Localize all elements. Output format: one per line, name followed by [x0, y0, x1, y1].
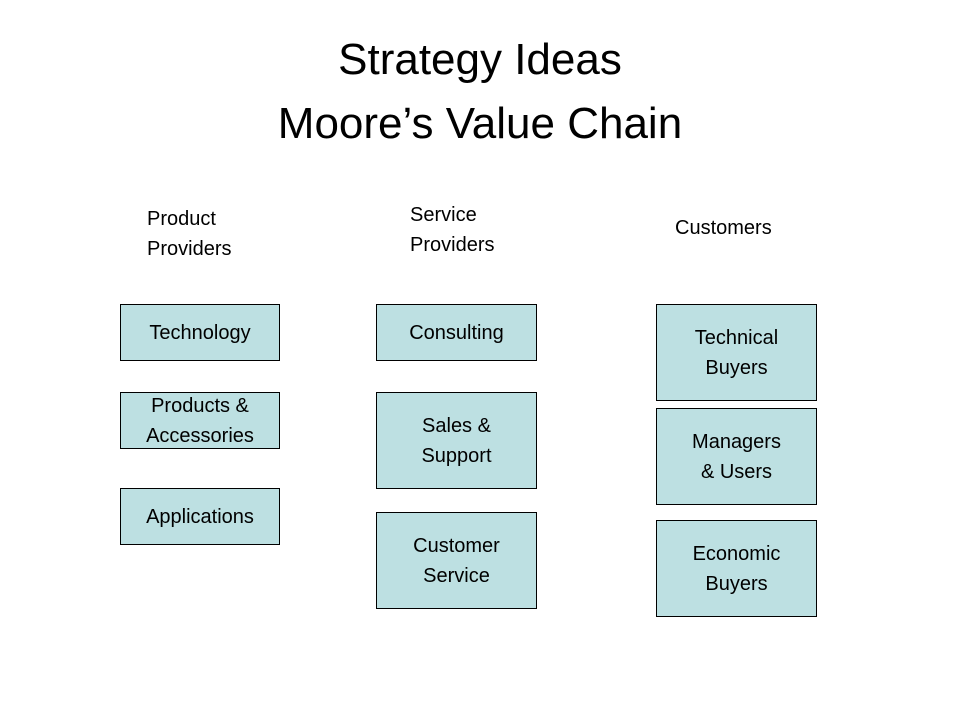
box-label-line: Customer — [413, 534, 500, 557]
column-label-line: Providers — [410, 234, 495, 256]
box-label-line: & Users — [700, 460, 773, 483]
box-label-line: Support — [421, 444, 492, 467]
box-label-line: Buyers — [705, 572, 768, 595]
box-label-line: Applications — [146, 505, 254, 528]
box-products-accessories: Products & Accessories — [120, 392, 280, 449]
column-label-line: Providers — [147, 238, 232, 260]
box-label-line: Service — [423, 564, 490, 587]
box-label-line: Technology — [149, 321, 251, 344]
column-label-service-providers: Service Providers — [410, 200, 494, 260]
slide-title-line-1: Strategy Ideas — [338, 35, 622, 84]
slide-title-line-2: Moore’s Value Chain — [277, 99, 683, 148]
column-label-line: Customers — [675, 217, 772, 239]
column-label-customers: Customers — [675, 213, 772, 243]
box-customer-service: Customer Service — [376, 512, 537, 609]
box-technical-buyers: Technical Buyers — [656, 304, 817, 401]
box-label-line: Economic — [692, 542, 781, 565]
box-label-line: Managers — [692, 430, 781, 453]
box-managers-users: Managers & Users — [656, 408, 817, 505]
box-technology: Technology — [120, 304, 280, 361]
box-applications: Applications — [120, 488, 280, 545]
column-label-line: Product — [147, 208, 216, 230]
box-label-line: Technical — [694, 326, 779, 349]
box-label-line: Buyers — [705, 356, 768, 379]
box-label-line: Accessories — [146, 424, 254, 447]
box-sales-support: Sales & Support — [376, 392, 537, 489]
column-label-product-providers: Product Providers — [147, 204, 231, 264]
box-label-line: Sales & — [422, 414, 491, 437]
box-economic-buyers: Economic Buyers — [656, 520, 817, 617]
column-label-line: Service — [410, 204, 477, 226]
box-label-line: Products & — [151, 394, 249, 417]
box-consulting: Consulting — [376, 304, 537, 361]
box-label-line: Consulting — [409, 321, 504, 344]
